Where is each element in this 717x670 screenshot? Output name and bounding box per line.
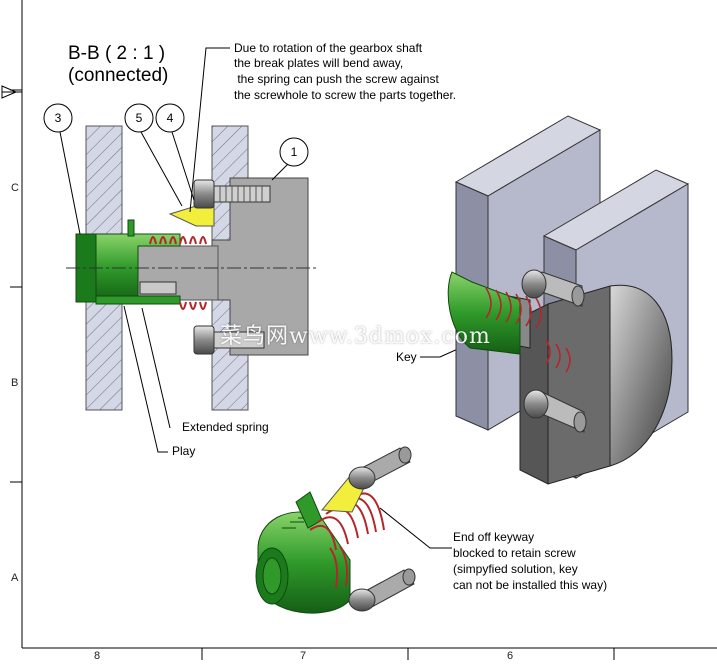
zone-row-b: B: [11, 377, 19, 389]
exploded-detail: [255, 446, 416, 614]
green-sleeve-iso: [447, 271, 521, 355]
exploded-top-bolt: [348, 446, 412, 490]
zone-col-6: 6: [507, 650, 514, 662]
note-keyway-line4: can not be installed this way): [453, 578, 608, 592]
iso-bottom-bolt: [523, 389, 587, 433]
bottom-bolt-shank: [213, 331, 265, 349]
exploded-bottom-bolt: [348, 568, 416, 612]
top-bolt-head: [193, 179, 215, 209]
zone-col-7: 7: [300, 650, 307, 662]
bottom-bolt-head: [193, 325, 215, 355]
spring-top: [149, 236, 207, 245]
note-rotation-line4: the screwhole to screw the parts togethe…: [234, 88, 457, 102]
zone-col-8: 8: [94, 650, 101, 662]
zone-row-a: A: [11, 572, 19, 584]
spring-bottom: [179, 301, 207, 310]
key-label: Key: [396, 350, 417, 364]
zone-row-c: C: [11, 182, 19, 194]
callout-circles: [43, 103, 309, 167]
note-rotation-line2: the break plates will bend away,: [234, 56, 404, 70]
note-rotation-line1: Due to rotation of the gearbox shaft: [234, 41, 423, 55]
gear-dome: [609, 284, 673, 467]
section-title-line2: (connected): [68, 65, 169, 86]
play-label: Play: [172, 444, 196, 458]
iso-top-bolt: [521, 269, 585, 307]
iso-assembly: [447, 115, 690, 485]
callout-1: 1: [290, 145, 298, 159]
note-keyway-line3: (simpyfied solution, key: [453, 562, 578, 576]
watermark: 菜鸟网www.3dmox.com: [220, 324, 491, 349]
note-keyway-line2: blocked to retain screw: [453, 546, 576, 560]
callout-5: 5: [135, 111, 143, 125]
leader-lines: [59, 47, 501, 549]
section-title-line1: B-B ( 2 : 1 ): [68, 43, 166, 64]
note-keyway-line1: End off keyway: [453, 530, 535, 544]
yellow-brake-plate: [168, 205, 215, 227]
callout-4: 4: [166, 111, 174, 125]
extended-spring-label: Extended spring: [182, 420, 269, 434]
note-rotation-line3: the spring can push the screw against: [234, 72, 439, 86]
iso-spring: [485, 287, 571, 373]
section-view: [66, 125, 318, 411]
callout-3: 3: [54, 111, 62, 125]
